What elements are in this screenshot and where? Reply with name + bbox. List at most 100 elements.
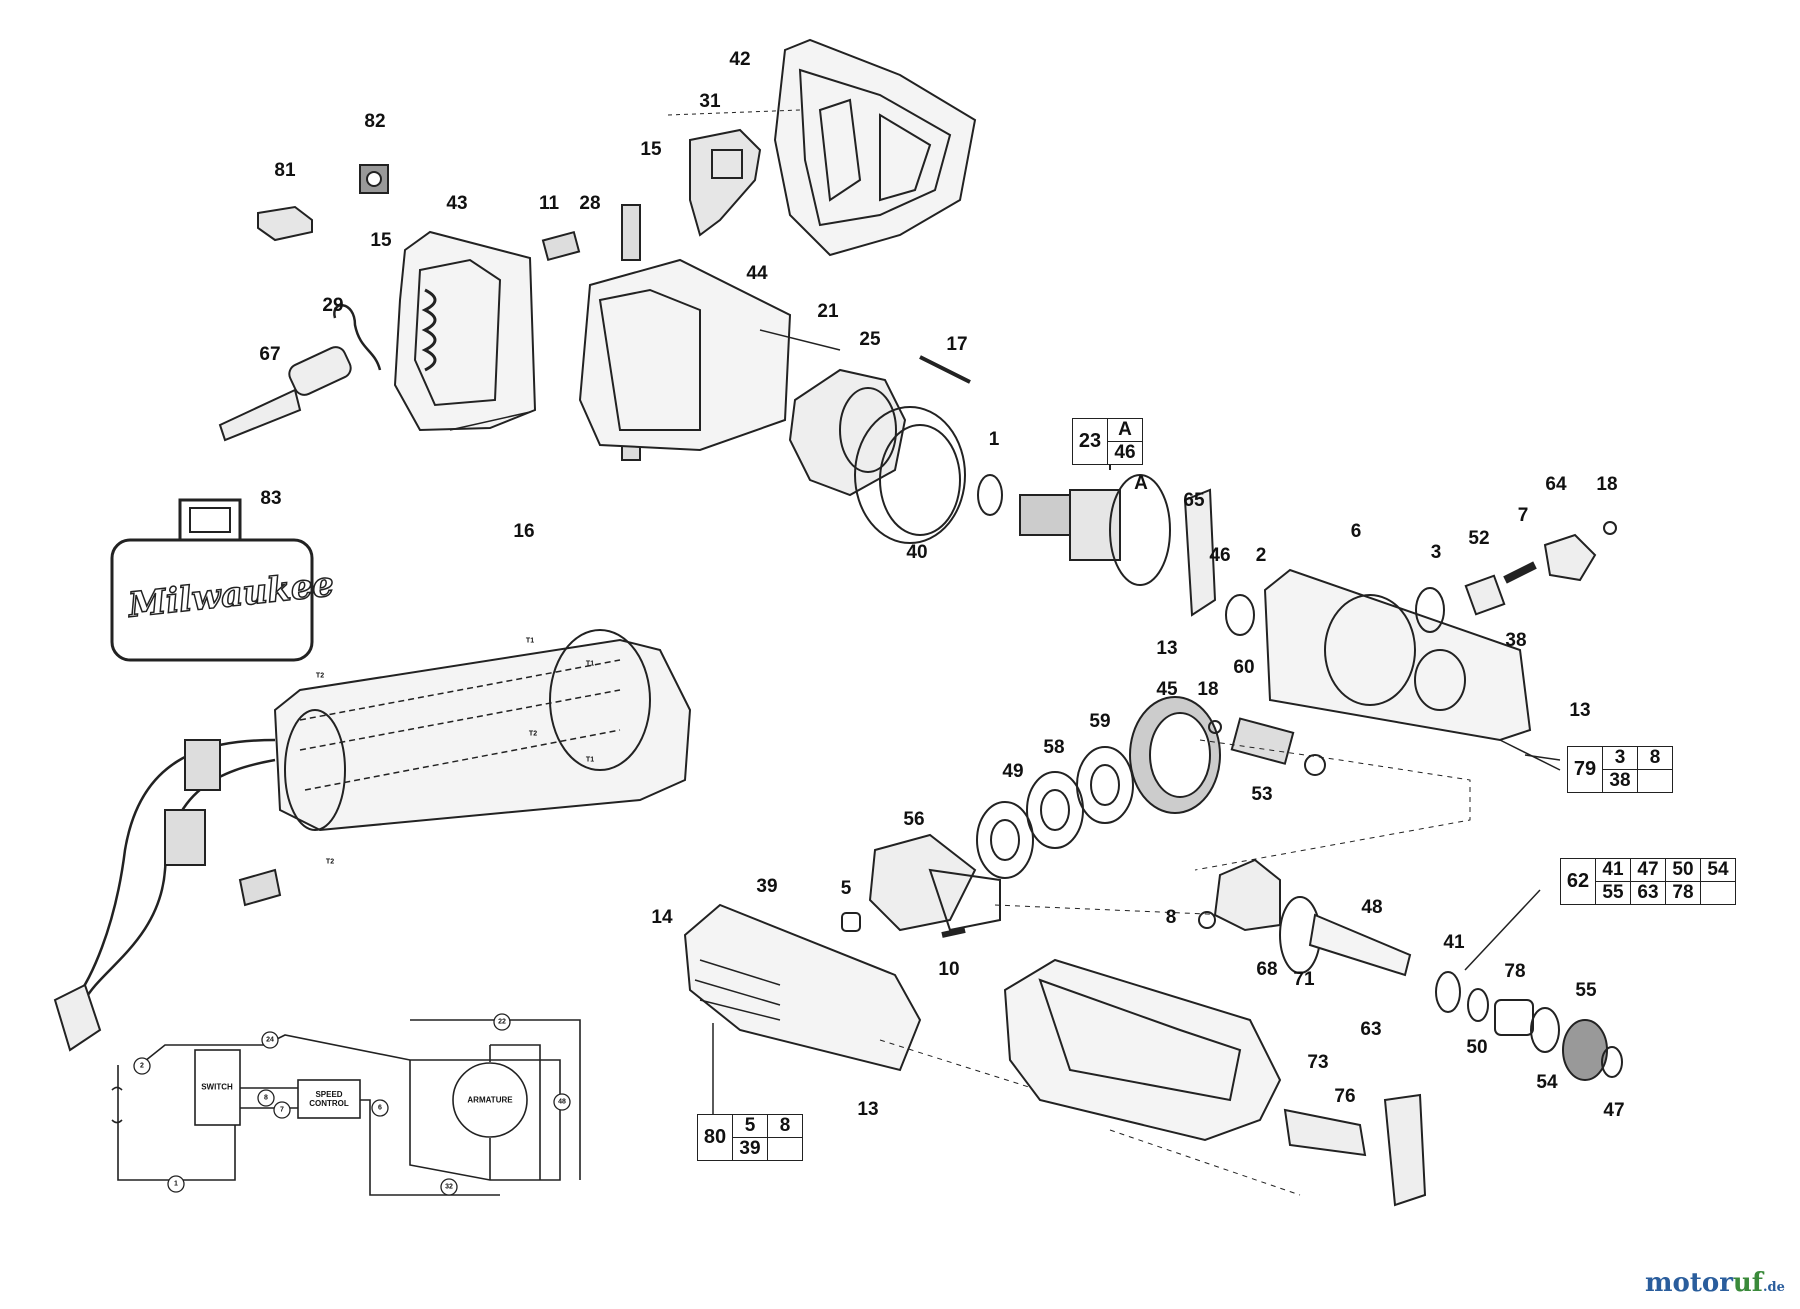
- part-3-bearing: [1415, 587, 1445, 633]
- part-83-carry-case: [110, 498, 314, 662]
- ref-table-79-key: 79: [1567, 746, 1603, 793]
- callout-2: 2: [1255, 545, 1267, 566]
- watermark-part3: .de: [1763, 1280, 1785, 1295]
- part-40-baffle: [854, 406, 966, 544]
- part-38-gear-case: [1263, 568, 1561, 771]
- part-17-screw: [919, 355, 971, 384]
- ref-table-80: 80 5 8 39: [697, 1114, 803, 1161]
- ref-table-23: 23 A 46: [1072, 418, 1143, 465]
- part-78-sleeve: [1494, 999, 1534, 1036]
- ref-table-79: 79 3 8 38: [1567, 746, 1673, 793]
- callout-6: 6: [1350, 521, 1362, 542]
- callout-29: 29: [322, 295, 344, 316]
- node-label-6: 6: [378, 1104, 382, 1112]
- callout-15-top: 15: [640, 139, 662, 160]
- terminal-t1-c: T1: [585, 756, 595, 764]
- callout-71: 71: [1293, 969, 1315, 990]
- ref-table-62-r1c2: 47: [1630, 858, 1666, 882]
- node-label-2: 2: [140, 1062, 144, 1070]
- ref-table-62-r2c2: 63: [1630, 881, 1666, 905]
- part-59-hole: [1090, 764, 1120, 806]
- part-50-ring: [1467, 988, 1489, 1022]
- callout-39: 39: [756, 876, 778, 897]
- ref-table-80-r2c1: 39: [732, 1137, 768, 1161]
- part-56-wobble: [868, 833, 977, 932]
- callout-43: 43: [446, 193, 468, 214]
- ref-table-62-r1c3: 50: [1665, 858, 1701, 882]
- ref-table-80-r1c2: 8: [767, 1114, 803, 1138]
- callout-13-bottom: 13: [857, 1099, 879, 1120]
- node-label-8: 8: [264, 1094, 268, 1102]
- callout-81: 81: [274, 160, 296, 181]
- part-42-housing-half: [773, 38, 977, 257]
- schematic-armature-label: ARMATURE: [467, 1095, 513, 1105]
- callout-56: 56: [903, 809, 925, 830]
- callout-48: 48: [1361, 897, 1383, 918]
- part-59-washer: [1076, 746, 1134, 824]
- callout-68: 68: [1256, 959, 1278, 980]
- part-18-screw-a: [1603, 521, 1617, 535]
- part-10-pin: [941, 927, 966, 938]
- terminal-t1-a: T1: [525, 637, 535, 645]
- schematic-speed-control-label: SPEED CONTROL: [309, 1090, 349, 1108]
- part-52-bushing: [1464, 574, 1506, 616]
- part-68-bearing: [1213, 858, 1281, 932]
- node-label-48: 48: [558, 1098, 566, 1106]
- part-53-nut: [1304, 754, 1326, 776]
- part-82-block: [359, 164, 389, 194]
- callout-18-right: 18: [1596, 474, 1618, 495]
- callout-82: 82: [364, 111, 386, 132]
- ref-table-79-r1c2: 8: [1637, 746, 1673, 770]
- terminal-t2-c: T2: [325, 858, 335, 866]
- part-49-washer: [976, 801, 1034, 879]
- callout-15-mid: 15: [370, 230, 392, 251]
- part-2-bearing: [1225, 594, 1255, 636]
- callout-64: 64: [1545, 474, 1567, 495]
- callout-40: 40: [906, 542, 928, 563]
- part-47-clip: [1601, 1046, 1623, 1078]
- part-58-hole: [1040, 789, 1070, 831]
- part-44-field-housing: [578, 258, 841, 452]
- part-65-plate: [1183, 488, 1217, 617]
- node-label-24: 24: [266, 1036, 274, 1044]
- part-7-pin: [1503, 561, 1537, 584]
- schematic-switch-label: SWITCH: [201, 1082, 233, 1092]
- callout-63: 63: [1360, 1019, 1382, 1040]
- callout-25: 25: [859, 329, 881, 350]
- terminal-t2-a: T2: [315, 672, 325, 680]
- callout-18-mid: 18: [1197, 679, 1219, 700]
- callout-11: 11: [538, 193, 560, 214]
- wiring-nodes: [133, 1013, 571, 1196]
- part-39-nose-housing: [683, 903, 1071, 1101]
- callout-58: 58: [1043, 737, 1065, 758]
- callout-10: 10: [938, 959, 960, 980]
- callout-52: 52: [1468, 528, 1490, 549]
- part-43-handle: [393, 230, 537, 432]
- ref-table-80-r1c1: 5: [732, 1114, 768, 1138]
- part-45-gear: [1129, 696, 1221, 814]
- callout-3: 3: [1430, 542, 1442, 563]
- callout-28: 28: [579, 193, 601, 214]
- part-48-shaft: [1308, 913, 1412, 977]
- callout-17: 17: [946, 334, 968, 355]
- part-67-cord-set: [218, 304, 382, 442]
- callout-67: 67: [259, 344, 281, 365]
- part-54-ring: [1530, 1007, 1560, 1053]
- part-55-collar: [1562, 1019, 1608, 1081]
- callout-78: 78: [1504, 961, 1526, 982]
- part-49-hole: [990, 819, 1020, 861]
- terminal-t1-b: T1: [585, 660, 595, 668]
- watermark-logo: motoruf.de: [1645, 1268, 1785, 1298]
- ref-table-79-r1c1: 3: [1602, 746, 1638, 770]
- part-5-pin: [841, 912, 861, 932]
- terminal-t2-b: T2: [528, 730, 538, 738]
- part-1-bearing: [977, 474, 1003, 516]
- part-56-arm: [928, 868, 1001, 932]
- ref-table-80-key: 80: [697, 1114, 733, 1161]
- ref-table-62-r1c1: 41: [1595, 858, 1631, 882]
- part-64-plate: [1543, 533, 1597, 582]
- ref-table-79-r2c1: 38: [1602, 769, 1638, 793]
- watermark-part1: motor: [1645, 1268, 1733, 1298]
- callout-14: 14: [651, 907, 673, 928]
